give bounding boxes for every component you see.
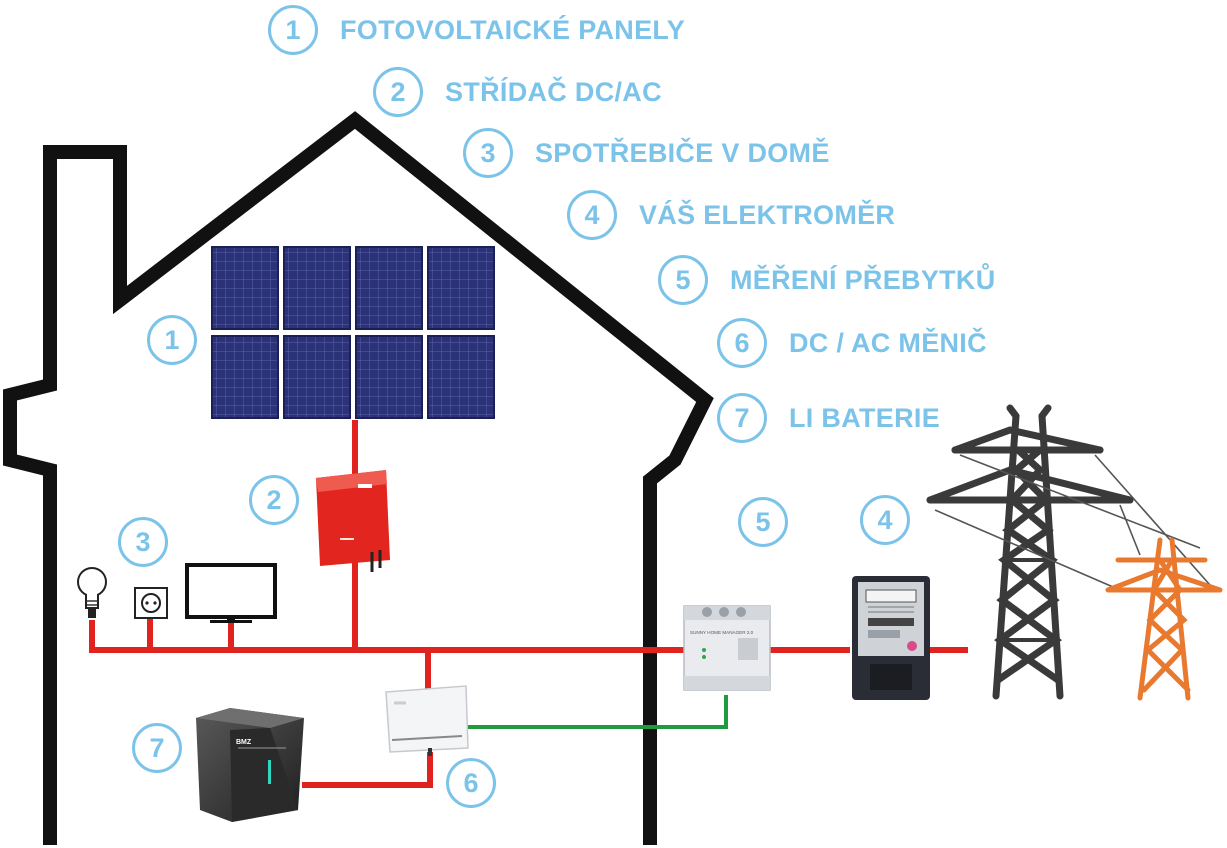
solar-panel — [283, 335, 351, 419]
solar-panel — [355, 246, 423, 330]
badge-battery-inverter: 6 — [446, 758, 496, 808]
badge-battery: 7 — [132, 723, 182, 773]
legend-label: VÁŠ ELEKTROMĚR — [639, 199, 896, 230]
power-socket-icon — [134, 587, 168, 619]
legend-item-meter: 4 VÁŠ ELEKTROMĚR — [567, 188, 895, 242]
house-outline — [3, 111, 714, 845]
data-wire — [468, 695, 728, 729]
legend-item-battery-inverter: 6 DC / AC MĚNIČ — [717, 316, 987, 370]
power-lines — [934, 454, 1211, 591]
solar-panel — [211, 246, 279, 330]
solar-panel — [283, 246, 351, 330]
battery-illustration: BMZ — [196, 708, 304, 822]
solar-panel — [211, 335, 279, 419]
light-bulb-icon — [77, 567, 107, 618]
legend-label: MĚŘENÍ PŘEBYTKŮ — [730, 264, 996, 295]
legend-number: 5 — [658, 255, 708, 305]
badge-appliances: 3 — [118, 517, 168, 567]
battery-inverter-illustration — [385, 685, 469, 756]
appliances-illustration — [77, 563, 277, 623]
solar-panel — [427, 246, 495, 330]
legend-label: LI BATERIE — [789, 402, 940, 433]
legend-number: 4 — [567, 190, 617, 240]
pv-inverter-illustration — [316, 470, 390, 572]
legend-number: 1 — [268, 5, 318, 55]
legend-item-surplus: 5 MĚŘENÍ PŘEBYTKŮ — [658, 253, 996, 307]
utility-meter-illustration — [852, 576, 930, 700]
legend-item-inverter: 2 STŘÍDAČ DC/AC — [373, 65, 662, 119]
badge-inverter: 2 — [249, 475, 299, 525]
distant-pylon-illustration — [1105, 537, 1223, 701]
legend-label: DC / AC MĚNIČ — [789, 327, 987, 358]
ac-wiring — [89, 420, 968, 788]
legend-number: 2 — [373, 67, 423, 117]
badge-meter: 4 — [860, 495, 910, 545]
legend-item-panels: 1 FOTOVOLTAICKÉ PANELY — [268, 3, 685, 57]
legend-label: STŘÍDAČ DC/AC — [445, 76, 662, 107]
legend-number: 3 — [463, 128, 513, 178]
home-manager-label: SUNNY HOME MANAGER 2.0 — [690, 630, 754, 635]
legend-item-appliances: 3 SPOTŘEBIČE V DOMĚ — [463, 126, 830, 180]
legend-item-battery: 7 LI BATERIE — [717, 391, 940, 445]
solar-panel — [427, 335, 495, 419]
tv-icon — [185, 563, 277, 623]
power-pylon-illustration — [926, 404, 1134, 700]
solar-panel — [355, 335, 423, 419]
battery-brand-label: BMZ — [236, 739, 252, 746]
solar-panels-illustration — [211, 246, 495, 419]
badge-panels: 1 — [147, 315, 197, 365]
badge-surplus-meter: 5 — [738, 497, 788, 547]
legend-number: 7 — [717, 393, 767, 443]
legend-label: FOTOVOLTAICKÉ PANELY — [340, 14, 686, 45]
home-manager-illustration: SUNNY HOME MANAGER 2.0 — [683, 605, 771, 691]
legend-number: 6 — [717, 318, 767, 368]
legend-label: SPOTŘEBIČE V DOMĚ — [535, 137, 830, 168]
